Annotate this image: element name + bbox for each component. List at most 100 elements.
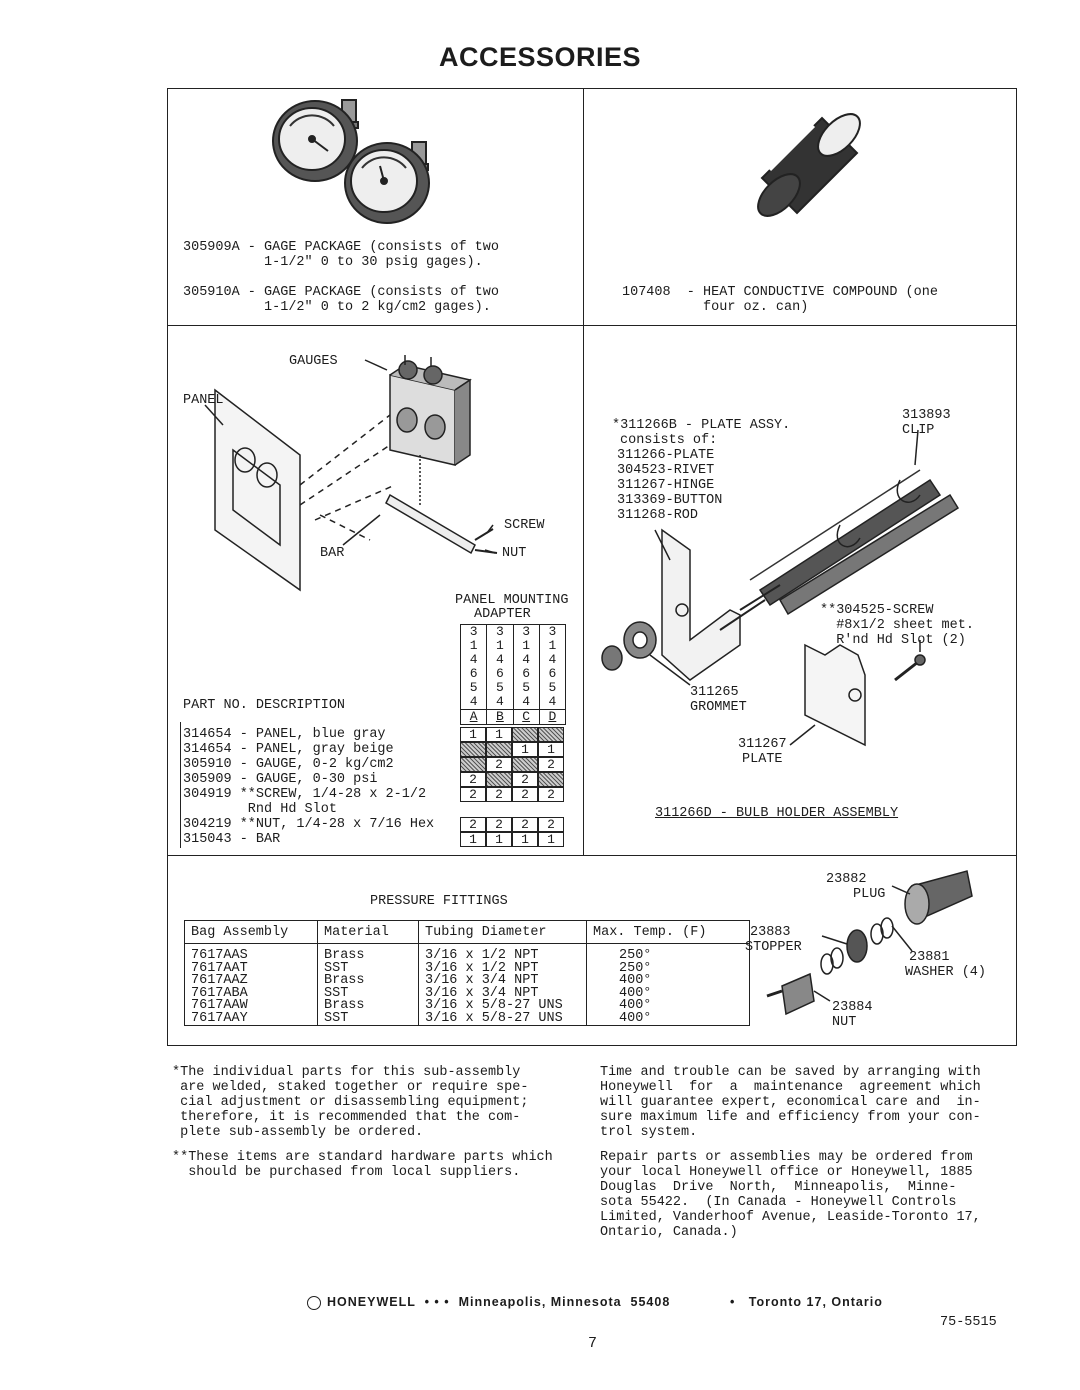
- plate-part: [661, 528, 741, 681]
- plate-label: PLATE: [742, 752, 783, 767]
- label-bar: BAR: [320, 546, 345, 561]
- compound-text-2: four oz. can): [622, 300, 809, 315]
- fittings-cell: SST: [317, 987, 419, 1000]
- page-title: ACCESSORIES: [438, 42, 642, 72]
- part-quantity-cell: [538, 772, 564, 787]
- adapter-digit: 3: [512, 624, 540, 639]
- part-quantity-cell: 2: [538, 757, 564, 772]
- compound-can-illustration: [757, 113, 861, 217]
- hinge-plate: [804, 643, 866, 747]
- plate-assy-consists: consists of:: [620, 433, 718, 448]
- parts-header: PART NO. DESCRIPTION: [183, 698, 346, 713]
- fittings-cell: 7617AAW: [184, 999, 318, 1013]
- part-description: 315043 - BAR: [183, 832, 281, 847]
- part-quantity-cell: [512, 727, 538, 742]
- bulb-holder-assembly-title: 311266D - BULB HOLDER ASSEMBLY: [655, 806, 899, 821]
- part-quantity-cell: 1: [512, 742, 538, 757]
- adapter-digit: 6: [459, 667, 488, 681]
- adapter-digit: 1: [538, 639, 567, 653]
- adapter-digit: 5: [486, 681, 514, 695]
- part-quantity-cell: 2: [460, 817, 486, 832]
- fittings-cell: SST: [317, 962, 419, 975]
- adapter-digit: 4: [512, 695, 540, 710]
- label-gauges: GAUGES: [289, 354, 338, 369]
- part-quantity-cell: 2: [460, 772, 486, 787]
- adapter-letter: D: [538, 709, 567, 725]
- adapter-letter: A: [459, 709, 488, 725]
- adapter-digit: 5: [512, 681, 540, 695]
- fittings-cell: 3/16 x 3/4 NPT: [418, 987, 587, 1000]
- part-quantity-cell: 1: [460, 727, 486, 742]
- plate-assy-title: *311266B - PLATE ASSY.: [612, 418, 791, 433]
- gage-package-text-2: 1-1/2" 0 to 30 psig gages).: [183, 255, 483, 270]
- washer-icon: [820, 953, 834, 975]
- gage-package-text-4: 1-1/2" 0 to 2 kg/cm2 gages).: [183, 300, 491, 315]
- grommet-label: GROMMET: [690, 700, 747, 715]
- adapter-digit: 4: [538, 653, 567, 667]
- clip-number: 313893: [902, 408, 951, 423]
- adapter-digit: 6: [512, 667, 540, 681]
- adapter-digit: 4: [459, 695, 488, 710]
- fittings-cell: 3/16 x 5/8-27 UNS: [418, 1011, 587, 1026]
- part-quantity-cell: [486, 742, 512, 757]
- screw-icon: [894, 660, 919, 682]
- screw-part: [474, 528, 494, 541]
- screw-text-2: #8x1/2 sheet met.: [820, 618, 974, 633]
- plug-number: 23882: [826, 872, 867, 887]
- adapter-digit: 3: [486, 624, 514, 639]
- panel-mounting-illustration: [204, 355, 498, 592]
- fittings-cell: 3/16 x 3/4 NPT: [418, 974, 587, 988]
- can-icon: [757, 113, 861, 217]
- stopper-label: STOPPER: [745, 940, 802, 955]
- fittings-column-header: Tubing Diameter: [418, 920, 587, 944]
- part-quantity-cell: 2: [486, 757, 512, 772]
- part-quantity-cell: 1: [486, 727, 512, 742]
- washer-icon: [880, 917, 894, 939]
- clip-part: [896, 479, 921, 503]
- part-quantity-cell: [512, 757, 538, 772]
- adapter-digit: 1: [486, 639, 514, 653]
- nut-label: NUT: [832, 1015, 857, 1030]
- part-quantity-cell: [460, 742, 486, 757]
- adapter-digit: 4: [512, 653, 540, 667]
- part-description: 305910 - GAUGE, 0-2 kg/cm2: [183, 757, 394, 772]
- part-quantity-cell: 1: [512, 832, 538, 847]
- plate-number: 311267: [738, 737, 787, 752]
- fittings-cell: 400°: [586, 999, 750, 1013]
- fittings-column-header: Bag Assembly: [184, 920, 318, 944]
- document-number: 75-5515: [940, 1315, 997, 1330]
- note-individual-parts: *The individual parts for this sub-assem…: [172, 1065, 529, 1140]
- gauge-icon: [398, 360, 418, 380]
- fittings-cell: 7617AAS: [184, 943, 318, 963]
- fittings-cell: 7617AAT: [184, 962, 318, 975]
- fittings-cell: 400°: [586, 987, 750, 1000]
- part-quantity-cell: 1: [538, 832, 564, 847]
- part-quantity-cell: 2: [512, 772, 538, 787]
- bar-part: [385, 493, 476, 555]
- gauge-package-illustration: [272, 99, 430, 224]
- part-quantity-cell: 2: [538, 817, 564, 832]
- plate-assy-item: 313369-BUTTON: [617, 493, 723, 508]
- honeywell-logo-icon: [307, 1296, 321, 1310]
- adapter-digit: 6: [486, 667, 514, 681]
- bulb-holder-illustration: [601, 429, 960, 747]
- center-divider-top: [583, 88, 584, 855]
- page-number: 7: [588, 1335, 598, 1352]
- fittings-column-header: Max. Temp. (F): [586, 920, 750, 944]
- part-quantity-cell: 2: [460, 787, 486, 802]
- row-divider-2: [167, 855, 1017, 856]
- part-description: 314654 - PANEL, gray beige: [183, 742, 394, 757]
- fittings-column-header: Material: [317, 920, 419, 944]
- gauge-icon: [423, 365, 443, 385]
- note-standard-hardware: **These items are standard hardware part…: [172, 1150, 553, 1180]
- label-panel: PANEL: [183, 393, 224, 408]
- plate-assy-item: 311267-HINGE: [617, 478, 715, 493]
- fittings-cell: Brass: [317, 974, 419, 988]
- adapter-digit: 6: [538, 667, 567, 681]
- gauge-icon: [272, 99, 359, 182]
